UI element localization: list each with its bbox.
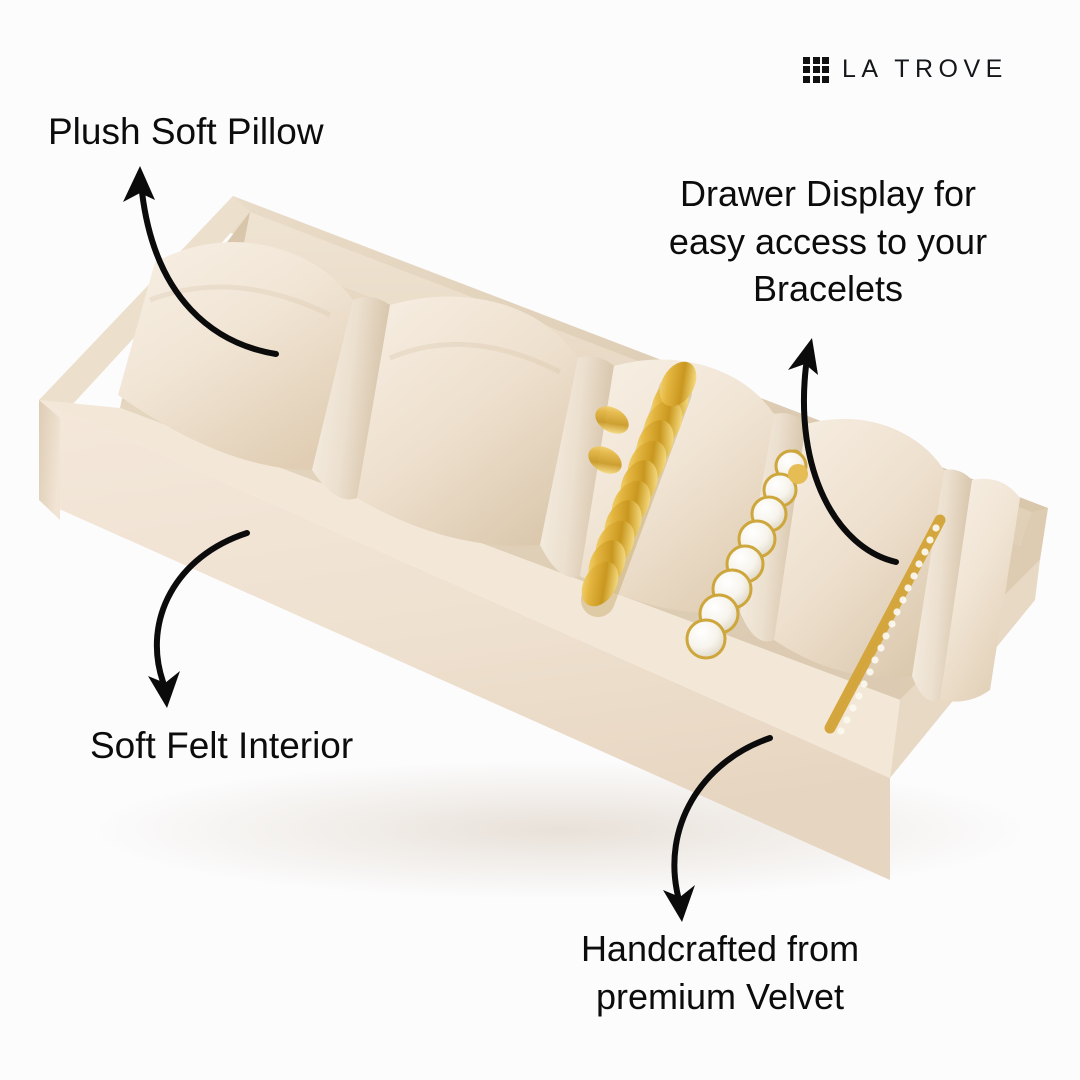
pillow-cushion-5 [940,478,1020,702]
tennis-bracelet [685,449,808,660]
pillow-cushion-2 [357,296,578,546]
annotation-label-drawer-display: Drawer Display for easy access to your B… [668,173,988,310]
brand-logo: LA TROVE [803,55,1008,84]
annotation-label-soft-felt-interior: Soft Felt Interior [90,725,354,766]
divider-roll-2 [540,356,614,578]
annotation-label-plush-soft-pillow: Plush Soft Pillow [48,111,324,152]
grid-3x3-icon [803,56,829,83]
divider-roll-4 [912,469,972,702]
brand-name: LA TROVE [842,55,1008,83]
divider-roll-1 [312,296,390,500]
annotation-label-handcrafted-velvet: Handcrafted from premium Velvet [580,928,860,1017]
tray-front-top-edge [39,400,900,778]
tray-left-panel [39,400,60,520]
pave-bangle [824,514,946,735]
pillow-cushion-2-crease [389,341,562,375]
cuban-chain-bracelet [581,361,697,617]
